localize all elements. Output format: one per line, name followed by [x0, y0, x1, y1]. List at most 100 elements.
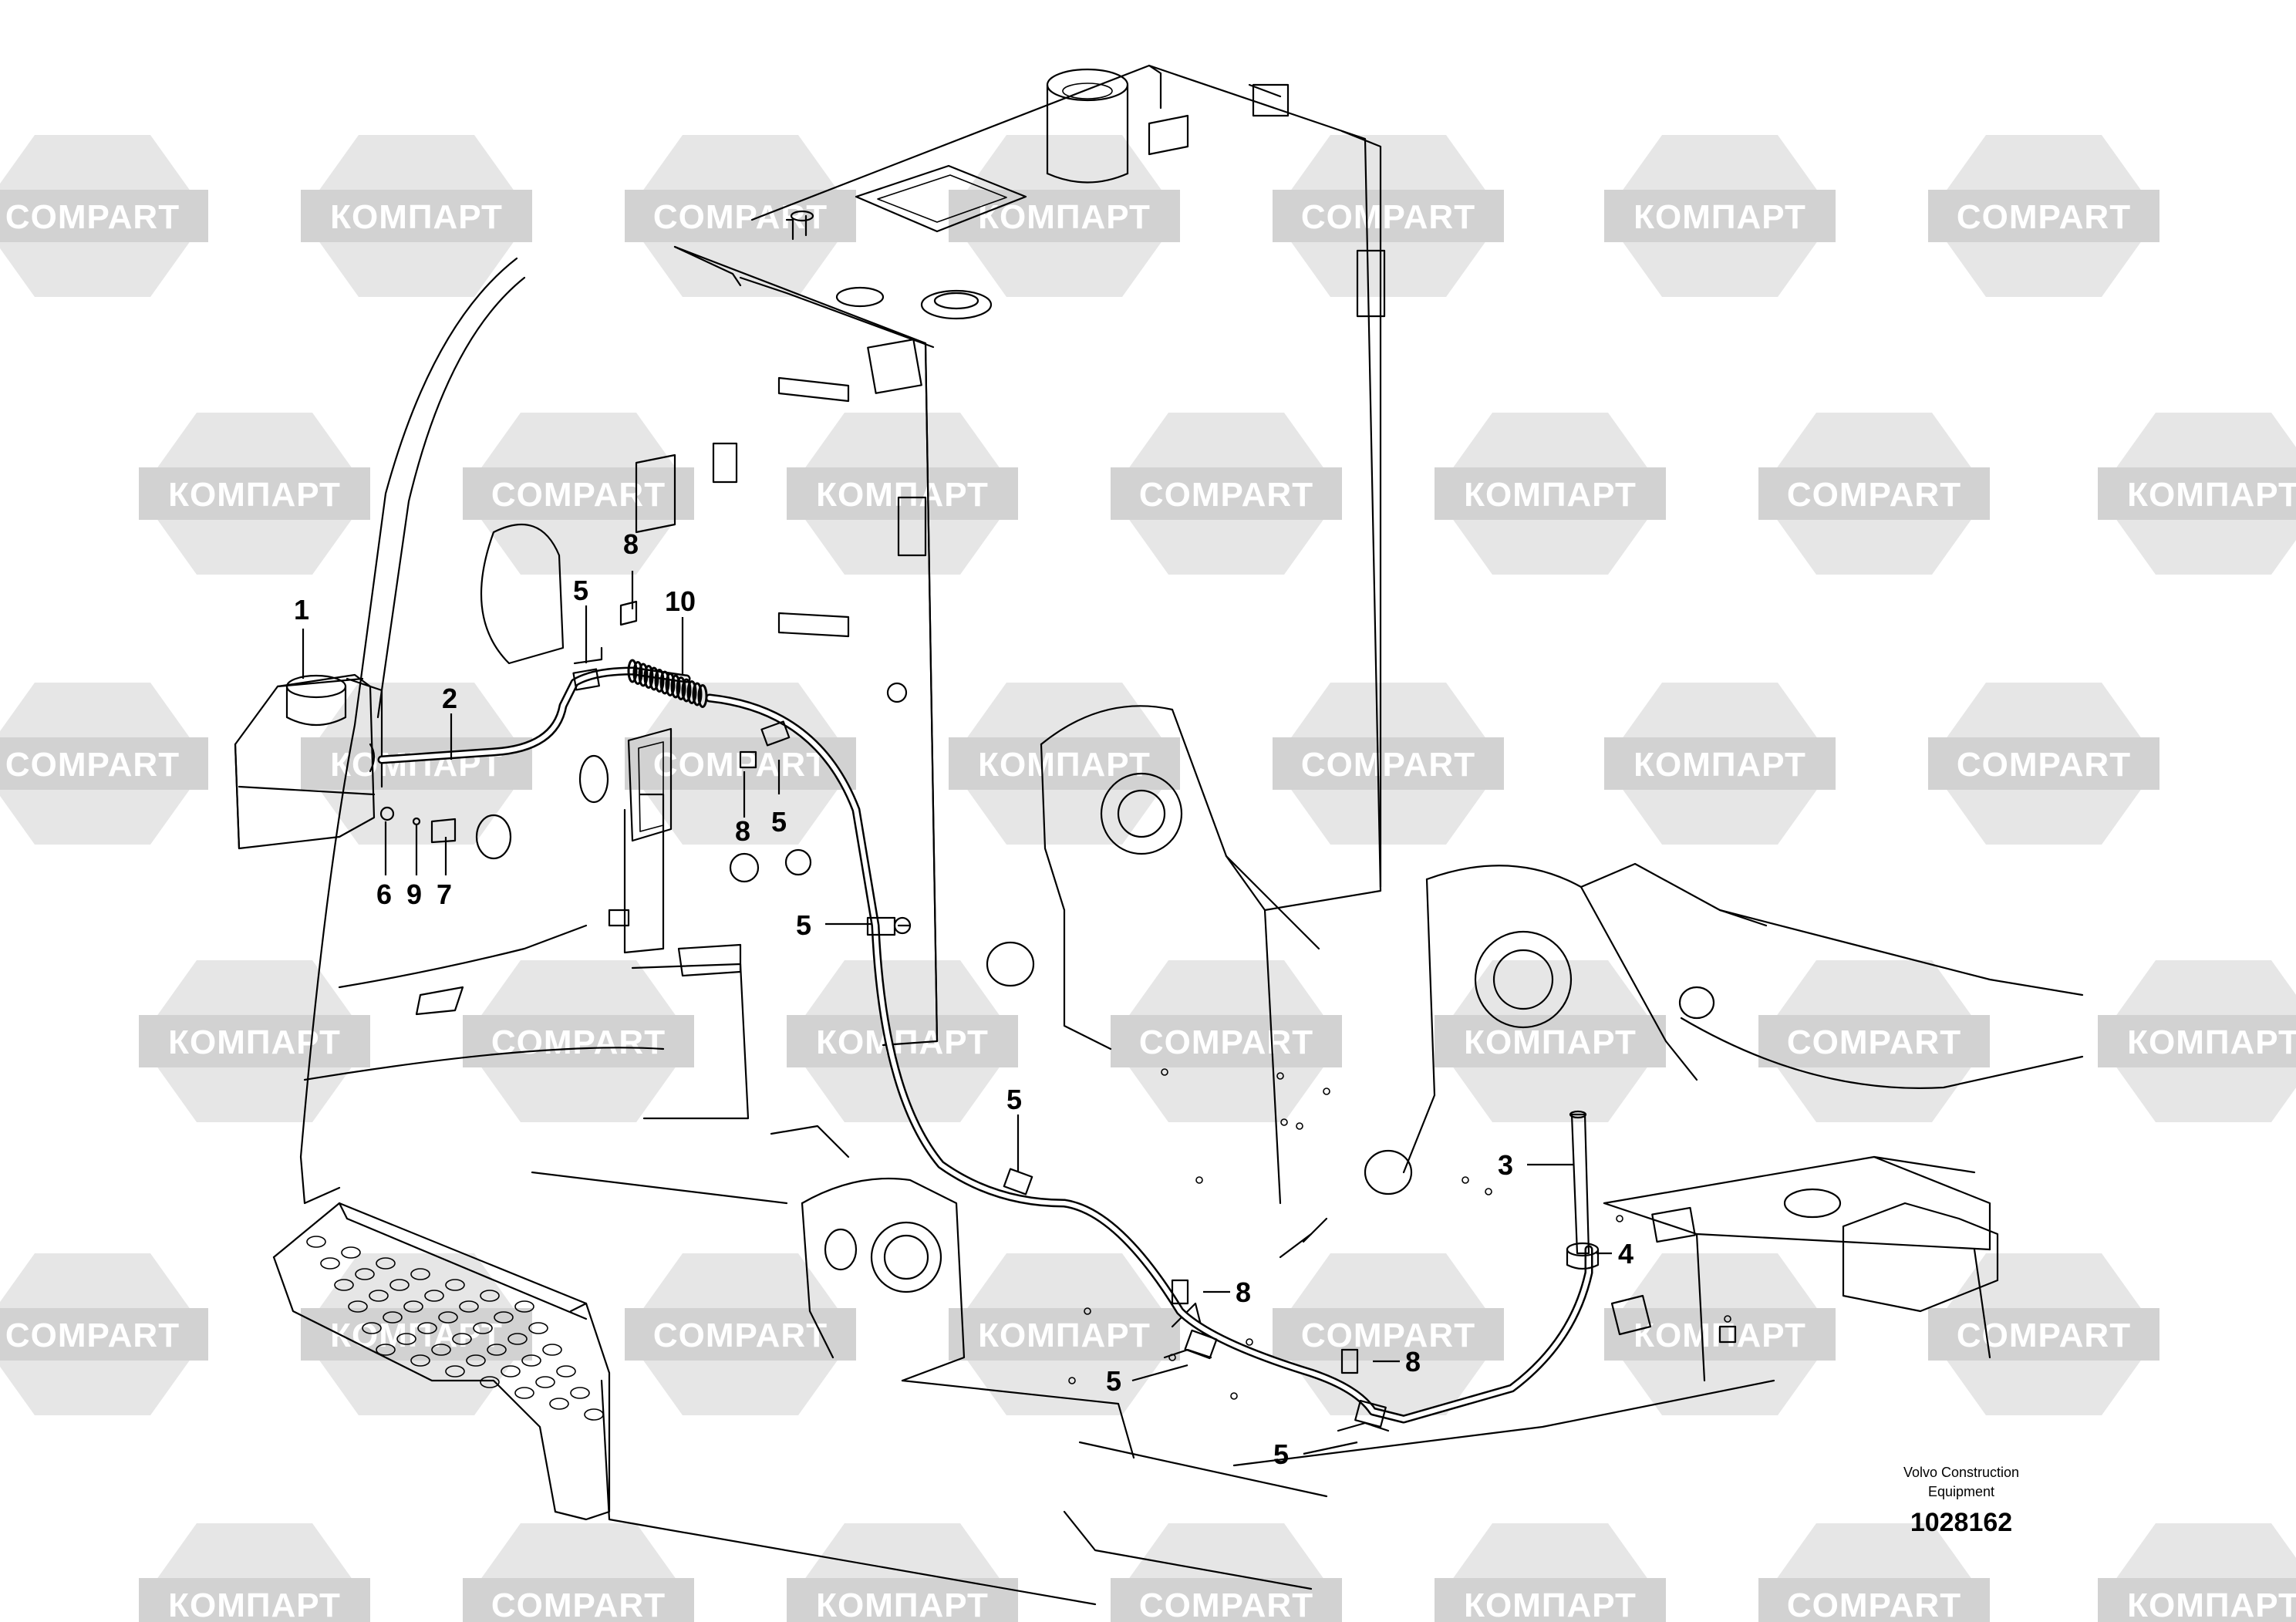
watermark-band — [1111, 1015, 1342, 1067]
washer-reservoir — [234, 673, 383, 850]
fasteners — [379, 600, 1390, 1432]
credit-line-2: Equipment — [1928, 1484, 1994, 1499]
watermark-tile: COMPART — [0, 135, 208, 297]
watermark-layer: COMPART КОМПАРТ COMPART КОМПАРТ COMPART КОМПА… — [0, 135, 2296, 1622]
step-hole — [480, 1376, 500, 1388]
watermark-tile: COMPART — [463, 960, 694, 1122]
watermark-text: КОМПАРТ — [1464, 1587, 1637, 1622]
watermark-band — [1758, 1578, 1990, 1622]
step-hole — [514, 1300, 534, 1313]
watermark-text: КОМПАРТ — [2127, 476, 2296, 514]
step-hole — [383, 1311, 403, 1324]
coil-turn — [659, 670, 670, 695]
step-hole — [341, 1246, 361, 1259]
step-hole — [396, 1333, 416, 1345]
coil-turn — [670, 674, 681, 699]
watermark-band — [0, 737, 208, 790]
watermark-band — [949, 1308, 1180, 1361]
watermark-band — [463, 1015, 694, 1067]
callout-4: 4 — [1618, 1238, 1633, 1270]
watermark-tile: КОМПАРТ — [301, 683, 532, 845]
watermark-tile: КОМПАРТ — [1604, 135, 1836, 297]
chassis — [531, 1125, 1999, 1606]
watermark-tile: КОМПАРТ — [139, 960, 370, 1122]
watermark-band — [1111, 467, 1342, 520]
watermark-text: COMPART — [491, 476, 666, 514]
watermark-tile: COMPART — [1111, 413, 1342, 575]
step-hole — [514, 1387, 534, 1399]
watermark-tile: КОМПАРТ — [787, 960, 1018, 1122]
callout-5-b: 5 — [771, 806, 787, 838]
watermark-band — [1435, 467, 1666, 520]
step-hole — [466, 1354, 486, 1367]
coil-turn — [643, 665, 654, 689]
watermark-tile: КОМПАРТ — [1604, 683, 1836, 845]
watermark-band — [1435, 1015, 1666, 1067]
watermark-tile: КОМПАРТ — [139, 413, 370, 575]
watermark-band — [2098, 467, 2296, 520]
callout-9: 9 — [406, 878, 422, 910]
watermark-text: КОМПАРТ — [978, 746, 1151, 784]
credit-block: Volvo Construction Equipment 1028162 — [1903, 1465, 2019, 1537]
boom-foot — [986, 705, 2084, 1205]
step-hole — [417, 1322, 437, 1334]
watermark-text: КОМПАРТ — [816, 1587, 989, 1622]
watermark-tile: КОМПАРТ — [949, 1253, 1180, 1415]
callout-5-f: 5 — [1273, 1438, 1289, 1470]
watermark-tile: КОМПАРТ — [1435, 960, 1666, 1122]
watermark-text: КОМПАРТ — [816, 476, 989, 514]
watermark-tile: КОМПАРТ — [787, 413, 1018, 575]
watermark-band — [1928, 1308, 2159, 1361]
tank — [750, 64, 1386, 912]
step-hole — [334, 1279, 354, 1291]
step-hole — [445, 1365, 465, 1378]
watermark-text: COMPART — [1139, 1023, 1313, 1061]
watermark-text: COMPART — [1787, 1023, 1961, 1061]
part-number: 1028162 — [1910, 1508, 2012, 1537]
step-hole — [320, 1257, 340, 1270]
watermark-tile: COMPART — [1273, 135, 1504, 297]
callout-5-e: 5 — [1106, 1365, 1121, 1397]
step-hole — [584, 1408, 604, 1421]
watermark-band — [1111, 1578, 1342, 1622]
watermark-band — [1758, 467, 1990, 520]
step-hole — [570, 1387, 590, 1399]
step-hole — [507, 1333, 528, 1345]
watermark-text: COMPART — [1787, 1587, 1961, 1622]
watermark-text: КОМПАРТ — [168, 1587, 341, 1622]
watermark-band — [1273, 1308, 1504, 1361]
watermark-text: КОМПАРТ — [978, 198, 1151, 236]
watermark-text: COMPART — [1139, 1587, 1313, 1622]
watermark-text: COMPART — [5, 746, 180, 784]
watermark-band — [1273, 737, 1504, 790]
watermark-tile: COMPART — [463, 1523, 694, 1622]
watermark-band — [463, 1578, 694, 1622]
watermark-tile: КОМПАРТ — [139, 1523, 370, 1622]
step-hole — [521, 1354, 541, 1367]
watermark-text: КОМПАРТ — [168, 1023, 341, 1061]
coil-turn — [697, 684, 708, 708]
watermark-band — [2098, 1578, 2296, 1622]
step-hole — [459, 1300, 479, 1313]
watermark-band — [625, 1308, 856, 1361]
step-hole — [438, 1311, 458, 1324]
watermark-band — [301, 737, 532, 790]
watermark-text: КОМПАРТ — [1464, 476, 1637, 514]
step-hole — [501, 1365, 521, 1378]
watermark-band — [1928, 190, 2159, 242]
watermark-band — [139, 467, 370, 520]
watermark-text: COMPART — [491, 1023, 666, 1061]
callout-5-d: 5 — [1006, 1084, 1022, 1115]
coil-turn — [676, 676, 686, 700]
step-hole — [542, 1344, 562, 1356]
leader-lines — [302, 571, 1612, 1455]
watermark-band — [463, 467, 694, 520]
watermark-tile: КОМПАРТ — [301, 135, 532, 297]
watermark-tile: COMPART — [1758, 960, 1990, 1122]
watermark-band — [139, 1578, 370, 1622]
step-hole — [410, 1354, 430, 1367]
step-hole — [549, 1398, 569, 1410]
watermark-tile: COMPART — [1273, 1253, 1504, 1415]
watermark-tile: КОМПАРТ — [949, 135, 1180, 297]
